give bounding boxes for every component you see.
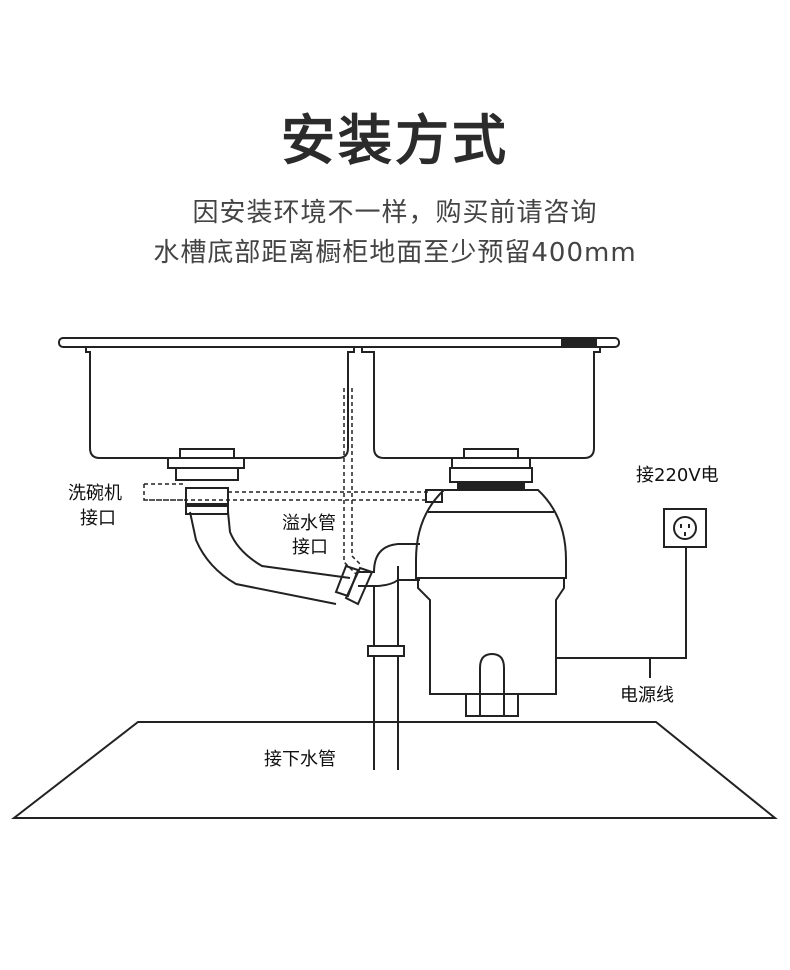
disposer-outlet-nut xyxy=(465,693,519,717)
overflow-dashed-line xyxy=(343,388,363,575)
power-outlet-box xyxy=(663,508,707,548)
subtitle-line-1: 因安装环境不一样，购买前请咨询 xyxy=(192,198,598,228)
overflow-label-line1: 溢水管 xyxy=(282,513,336,534)
tee-pipe xyxy=(358,543,420,646)
tee-clamp xyxy=(367,645,405,657)
power-outlet-face xyxy=(673,516,697,540)
overflow-label-line2: 接口 xyxy=(292,537,328,558)
left-sink-bowl xyxy=(85,347,355,459)
dishwasher-label-line2: 接口 xyxy=(80,508,116,529)
disposer-mount-nut xyxy=(451,457,531,469)
dishwasher-label-line1: 洗碗机 xyxy=(68,483,122,504)
countertop-rim xyxy=(58,337,620,348)
disposer-lower-body xyxy=(417,577,565,695)
disposer-waste-port xyxy=(425,489,443,503)
drain-pipe-label: 接下水管 xyxy=(264,749,336,770)
disposer-mount-ring xyxy=(449,467,533,483)
left-drain-body xyxy=(175,467,239,481)
disposer-neck xyxy=(457,481,525,491)
power-cord-line xyxy=(556,548,687,659)
left-drain-collar xyxy=(185,487,229,507)
pipe-top-coupling xyxy=(185,503,229,515)
dishwasher-dashed-line xyxy=(143,483,428,501)
page-title: 安装方式 xyxy=(281,109,509,172)
subtitle-line-2: 水槽底部距离橱柜地面至少预留400mm xyxy=(153,238,637,268)
cabinet-floor xyxy=(11,721,778,819)
right-sink-bowl xyxy=(361,347,601,459)
power-cord-label: 电源线 xyxy=(620,685,674,706)
power-input-label: 接220V电 xyxy=(636,465,719,486)
left-drain-flange xyxy=(179,448,235,459)
bent-drain-pipe-inner xyxy=(227,511,351,579)
disposer-upper-body xyxy=(415,489,567,579)
disposer-mount-flange xyxy=(463,448,519,459)
bent-drain-pipe-outer xyxy=(189,511,337,605)
vertical-drain-pipe xyxy=(373,656,399,770)
rim-dark-segment xyxy=(561,338,597,346)
left-drain-nut xyxy=(167,457,245,469)
disposer-outlet-hook xyxy=(479,652,505,694)
